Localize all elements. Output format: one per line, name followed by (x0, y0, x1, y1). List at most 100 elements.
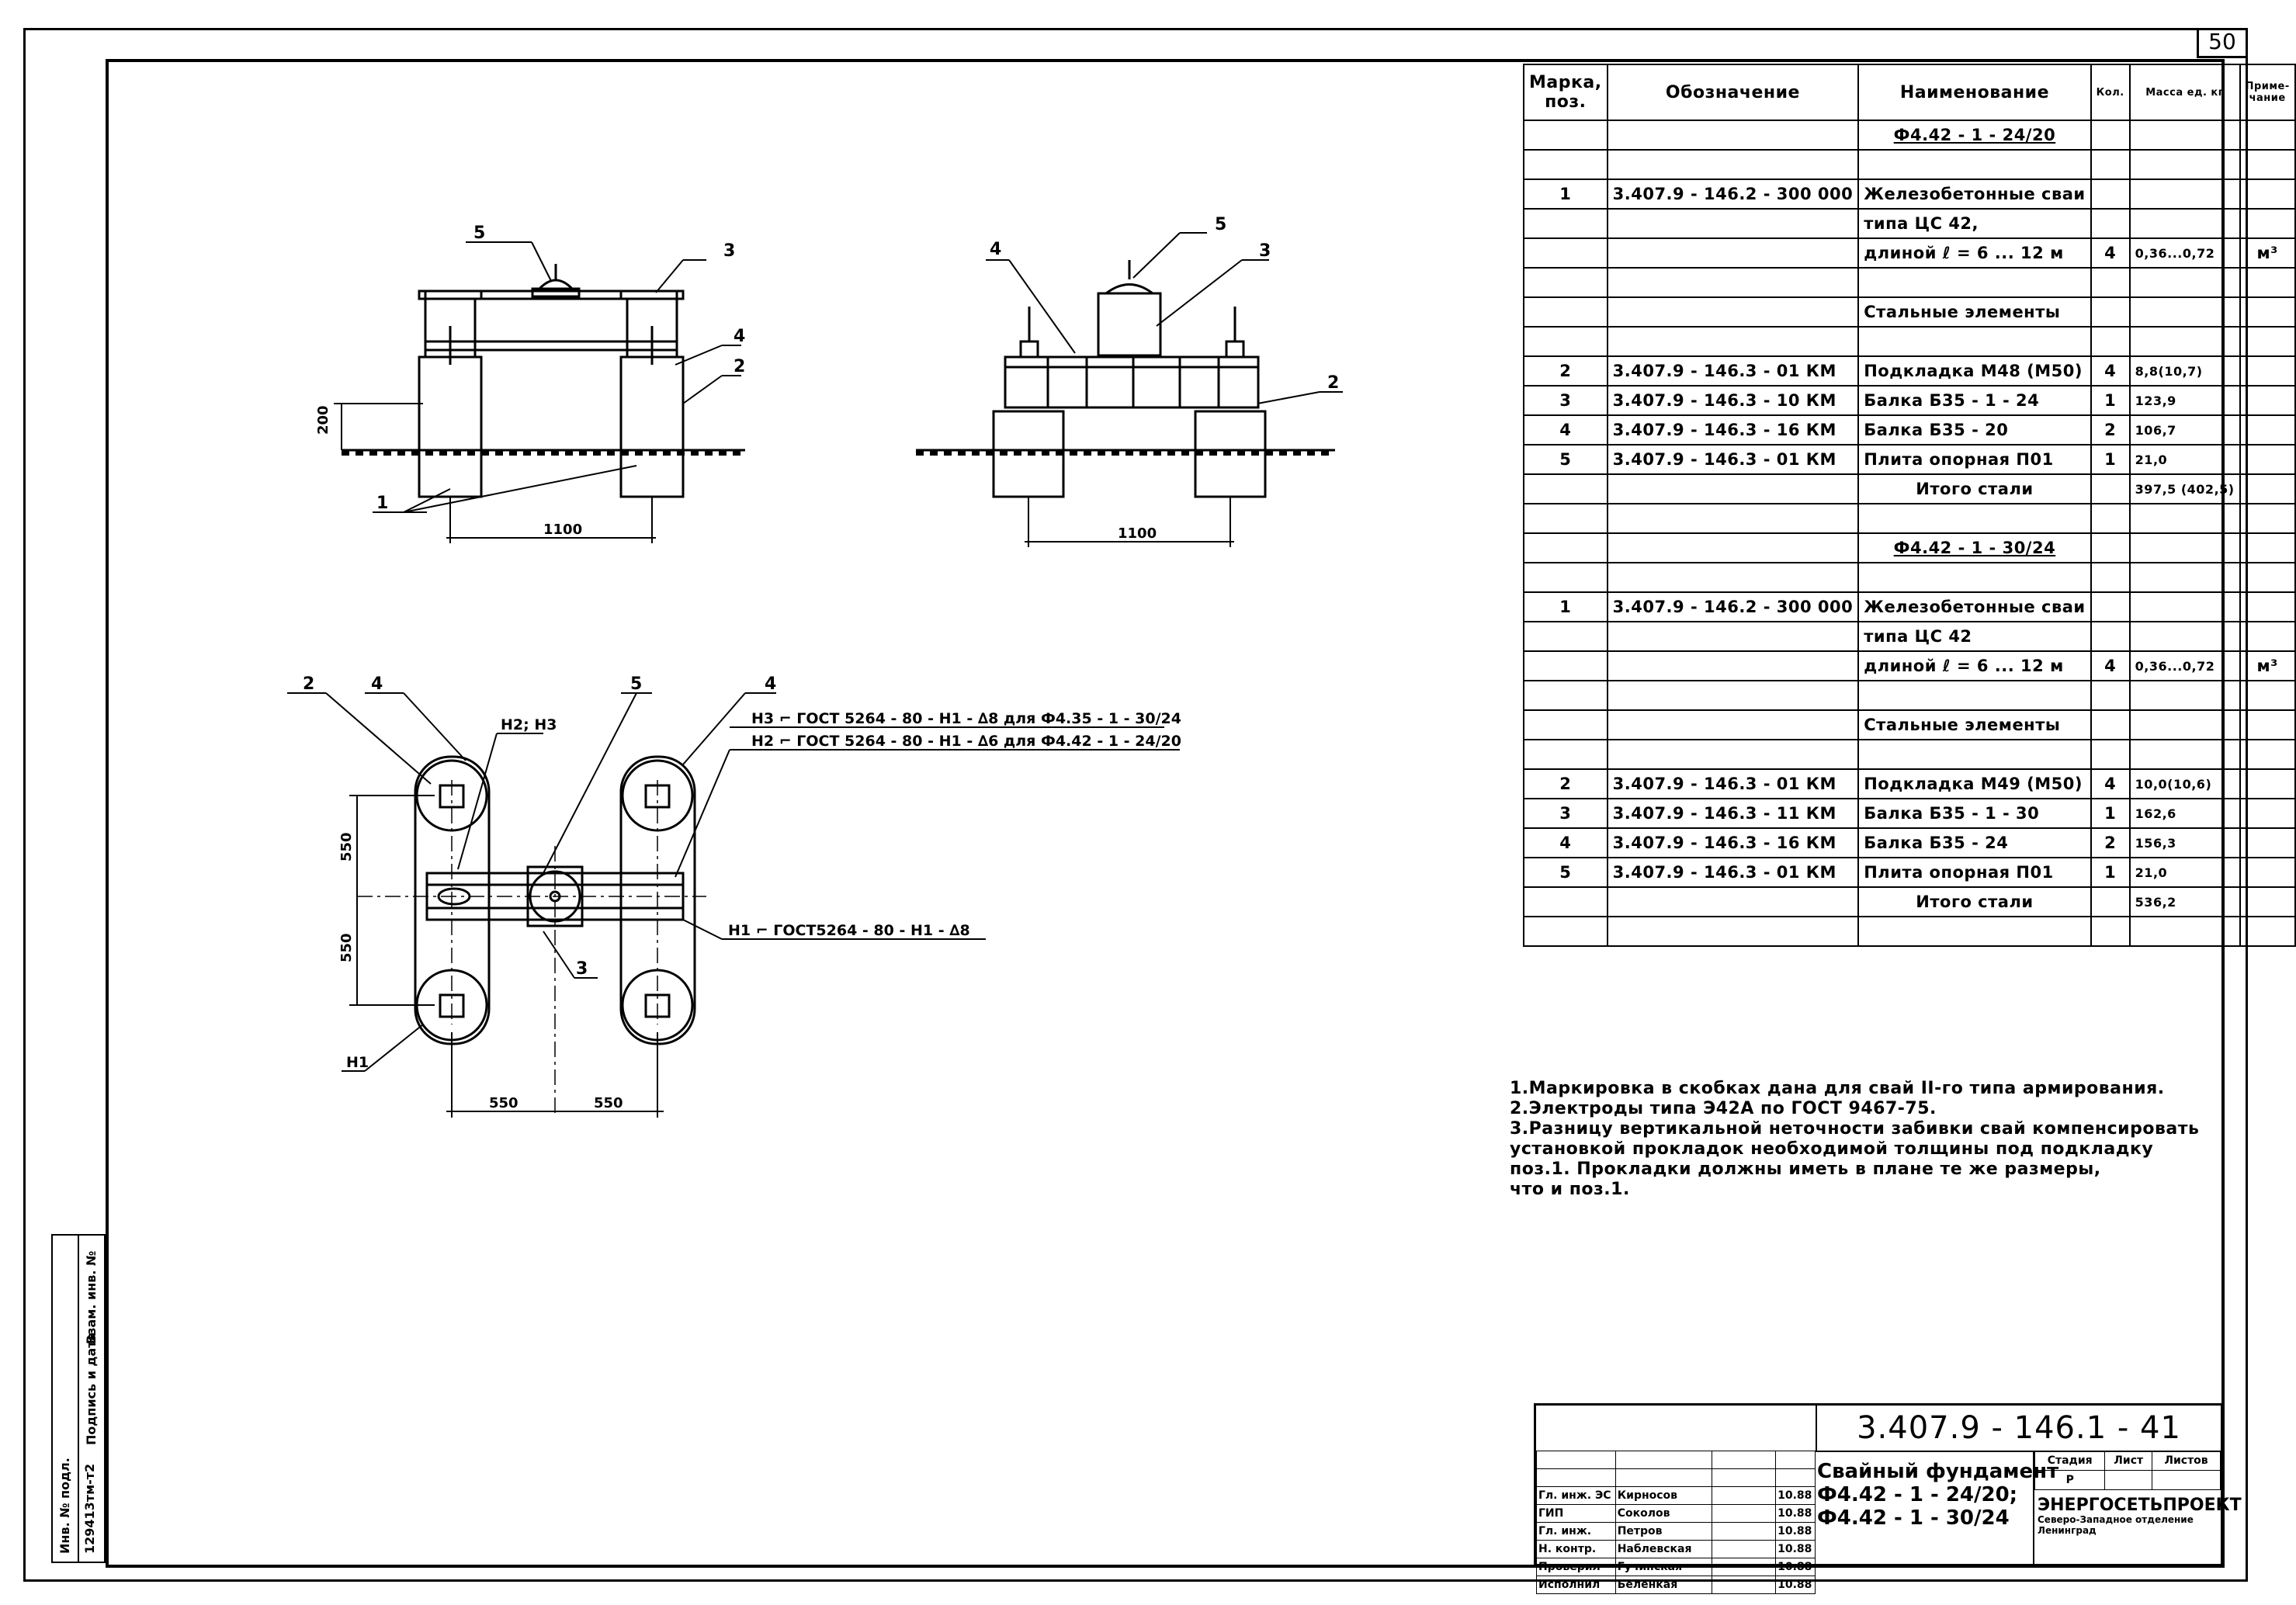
cell-name (1857, 562, 2092, 593)
cell-qty (2090, 503, 2131, 534)
cell-mass: 21,0 (2128, 444, 2241, 475)
cell-designation (1606, 267, 1860, 298)
cell-designation: 3.407.9 - 146.2 - 300 000 (1606, 179, 1860, 210)
cell-mark (1523, 621, 1608, 652)
cell-mass (2128, 267, 2241, 298)
sig-name: Гучинская (1614, 1558, 1712, 1576)
callout-3: 3 (1259, 241, 1271, 261)
sig-date: 10.88 (1775, 1558, 1816, 1576)
cell-designation: 3.407.9 - 146.3 - 16 КМ (1606, 414, 1860, 445)
note-line: установкой прокладок необходимой толщины… (1510, 1139, 2154, 1159)
spec-row: Стальные элементы (1523, 709, 2296, 740)
sig-signature (1711, 1540, 1777, 1558)
cell-mark (1523, 120, 1608, 151)
cell-qty (2090, 591, 2131, 622)
sig-date: 10.88 (1775, 1504, 1816, 1523)
elevation-view-1 (334, 241, 745, 543)
cell-name: Плита опорная П01 (1857, 857, 2092, 888)
cell-mark: 2 (1523, 768, 1608, 799)
cell-mass (2128, 503, 2241, 534)
sig-role: Проверил (1536, 1558, 1616, 1576)
cell-qty (2090, 296, 2131, 328)
cell-note (2239, 591, 2296, 622)
cell-qty (2090, 120, 2131, 151)
cell-name: Плита опорная П01 (1857, 444, 2092, 475)
cell-qty: 1 (2090, 385, 2131, 416)
spec-row: типа ЦС 42, (1523, 208, 2296, 239)
col-mark: Марка, поз. (1523, 64, 1608, 121)
cell-mass: 397,5 (402,5) (2128, 473, 2241, 504)
cell-mark (1523, 208, 1608, 239)
cell-mass: 536,2 (2128, 886, 2241, 917)
cell-designation: 3.407.9 - 146.3 - 01 КМ (1606, 857, 1860, 888)
drawing-title: Свайный фундамент Ф4.42 - 1 - 24/20; Ф4.… (1817, 1460, 2073, 1530)
cell-mass: 0,36...0,72 (2128, 650, 2241, 681)
blank-cell (1775, 1451, 1816, 1469)
cell-mark (1523, 326, 1608, 357)
cell-qty: 4 (2090, 237, 2131, 269)
cell-mass: 123,9 (2128, 385, 2241, 416)
cell-designation (1606, 237, 1860, 269)
cell-name: Ф4.42 - 1 - 30/24 (1857, 532, 2092, 563)
stage-value: Р (2034, 1470, 2106, 1490)
col-qty: Кол. (2090, 64, 2131, 121)
cell-qty: 1 (2090, 857, 2131, 888)
cell-note (2239, 827, 2296, 858)
spec-header-row: Марка, поз. Обозначение Наименование Кол… (1523, 64, 2296, 121)
callout-5: 5 (473, 224, 485, 243)
cell-designation (1606, 120, 1860, 151)
plan-view (287, 692, 1180, 1118)
spec-row: Стальные элементы (1523, 296, 2296, 328)
spec-row (1523, 326, 2296, 357)
cell-designation: 3.407.9 - 146.3 - 01 КМ (1606, 768, 1860, 799)
drawing-area: 5 3 4 2 1 200 1100 4 5 3 2 1100 2 4 5 4 … (287, 215, 1343, 1118)
cell-mark (1523, 886, 1608, 917)
cell-qty (2090, 267, 2131, 298)
sig-signature (1711, 1576, 1777, 1594)
dim-550-lower: 550 (338, 933, 355, 962)
cell-name (1857, 503, 2092, 534)
cell-designation (1606, 149, 1860, 180)
spec-row: Итого стали 536,2 (1523, 886, 2296, 917)
cell-mark (1523, 916, 1608, 947)
sig-name: Соколов (1614, 1504, 1712, 1523)
cell-note (2239, 473, 2296, 504)
dim-width-1100-a: 1100 (543, 522, 582, 538)
spec-row: Ф4.42 - 1 - 30/24 (1523, 532, 2296, 563)
cell-designation: 3.407.9 - 146.3 - 11 КМ (1606, 798, 1860, 829)
callout-2: 2 (1327, 373, 1339, 393)
cell-designation (1606, 650, 1860, 681)
sheet-number: 50 (2197, 28, 2246, 58)
cell-designation (1606, 532, 1860, 563)
side-stamp: Инв. № подл. 129413тм-т2 Подпись и дата … (51, 1234, 106, 1563)
spec-row (1523, 916, 2296, 947)
note-line: что и поз.1. (1510, 1180, 1630, 1199)
spec-row (1523, 149, 2296, 180)
sig-date: 10.88 (1775, 1486, 1816, 1505)
cell-mass: 21,0 (2128, 857, 2241, 888)
side-stamp-value: 129413тм-т2 (82, 1463, 97, 1554)
side-stamp-signature: Подпись и дата (84, 1332, 99, 1445)
cell-name: Итого стали (1857, 886, 2092, 917)
sig-signature (1711, 1486, 1777, 1505)
cell-note: м³ (2239, 237, 2296, 269)
title-line: Ф4.42 - 1 - 30/24 (1817, 1506, 2010, 1530)
cell-name: Подкладка М48 (М50) (1857, 355, 2092, 387)
stage-block: Стадия Лист Листов Р ЭНЕРГОСЕТЬПРОЕКТ Се… (2033, 1451, 2242, 1564)
cell-qty (2090, 149, 2131, 180)
cell-note (2239, 768, 2296, 799)
cell-note (2239, 916, 2296, 947)
cell-note (2239, 385, 2296, 416)
sig-role: ГИП (1536, 1504, 1616, 1523)
cell-note (2239, 149, 2296, 180)
sig-signature (1711, 1522, 1777, 1541)
cell-mark (1523, 296, 1608, 328)
cell-name: Стальные элементы (1857, 709, 2092, 740)
cell-designation: 3.407.9 - 146.3 - 01 КМ (1606, 444, 1860, 475)
blank-cell (1536, 1451, 1616, 1469)
